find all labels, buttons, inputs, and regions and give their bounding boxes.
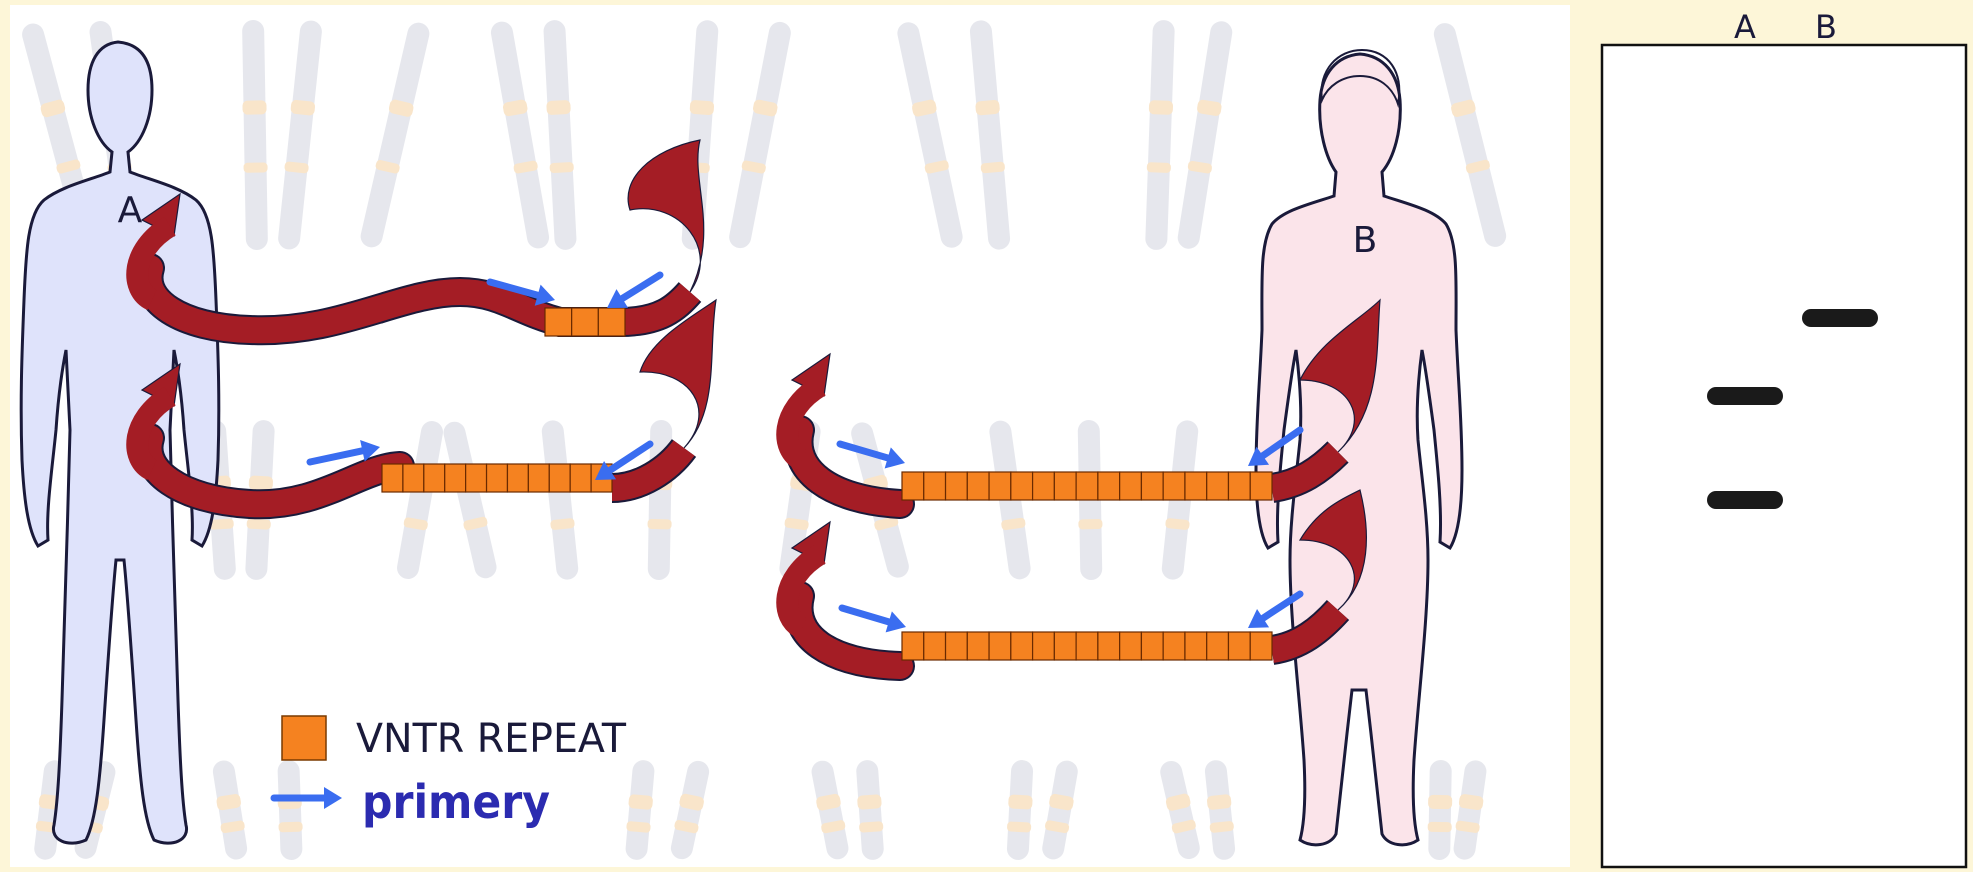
vntr-repeat-unit [946, 472, 968, 500]
vntr-repeat-unit [902, 632, 924, 660]
vntr-repeat-unit [1120, 632, 1142, 660]
vntr-repeat-unit [967, 472, 989, 500]
legend-primer-label: primery [362, 775, 550, 829]
vntr-repeat-unit [924, 472, 946, 500]
vntr-repeat-unit [545, 308, 572, 336]
vntr-repeat-unit [528, 464, 549, 492]
vntr-repeat-unit [1141, 632, 1163, 660]
vntr-repeat-unit [1054, 632, 1076, 660]
vntr-repeat-unit [989, 472, 1011, 500]
vntr-repeat-unit [902, 472, 924, 500]
gel-lane-label-b: B [1815, 8, 1837, 46]
gel-band [1707, 387, 1783, 405]
vntr-repeat-unit [507, 464, 528, 492]
gel-frame [1602, 45, 1966, 867]
vntr-repeat-unit [1054, 472, 1076, 500]
vntr-repeat-unit [1033, 472, 1055, 500]
vntr-repeat-unit [1228, 632, 1250, 660]
vntr-repeat-unit [1207, 632, 1229, 660]
vntr-repeat-unit [1076, 632, 1098, 660]
vntr-repeat-unit [598, 308, 625, 336]
vntr-repeat-unit [924, 632, 946, 660]
vntr-repeat-unit [1011, 632, 1033, 660]
vntr-repeat-unit [1250, 472, 1272, 500]
vntr-repeat-block [545, 308, 625, 336]
vntr-repeat-block [902, 632, 1272, 660]
vntr-repeat-unit [1163, 472, 1185, 500]
vntr-repeat-unit [946, 632, 968, 660]
vntr-repeat-unit [466, 464, 487, 492]
vntr-repeat-unit [1011, 472, 1033, 500]
gel-lane-label-a: A [1734, 8, 1756, 46]
legend-repeat-swatch [282, 716, 326, 760]
vntr-repeat-unit [1185, 632, 1207, 660]
vntr-repeat-unit [403, 464, 424, 492]
vntr-repeat-unit [549, 464, 570, 492]
vntr-repeat-unit [1250, 632, 1272, 660]
chromosome [1427, 760, 1453, 860]
vntr-repeat-unit [1098, 632, 1120, 660]
vntr-repeat-unit [967, 632, 989, 660]
gel-band [1707, 491, 1783, 509]
vntr-repeat-unit [382, 464, 403, 492]
vntr-repeat-unit [1120, 472, 1142, 500]
vntr-repeat-unit [1076, 472, 1098, 500]
person-b-label: B [1353, 220, 1378, 261]
vntr-repeat-unit [572, 308, 599, 336]
vntr-repeat-unit [989, 632, 1011, 660]
vntr-repeat-unit [424, 464, 445, 492]
gel-panel: A B [1602, 8, 1966, 867]
chromosome [276, 760, 303, 861]
vntr-repeat-block [902, 472, 1272, 500]
vntr-repeat-block [382, 464, 612, 492]
vntr-repeat-unit [1141, 472, 1163, 500]
vntr-repeat-unit [1185, 472, 1207, 500]
vntr-repeat-unit [1033, 632, 1055, 660]
vntr-repeat-unit [487, 464, 508, 492]
legend-repeat-label: VNTR REPEAT [356, 716, 627, 762]
vntr-repeat-unit [1228, 472, 1250, 500]
vntr-repeat-unit [1207, 472, 1229, 500]
vntr-repeat-unit [1163, 632, 1185, 660]
person-a-label: A [118, 190, 143, 231]
vntr-repeat-unit [445, 464, 466, 492]
vntr-repeat-unit [1098, 472, 1120, 500]
gel-band [1802, 309, 1878, 327]
vntr-repeat-unit [570, 464, 591, 492]
